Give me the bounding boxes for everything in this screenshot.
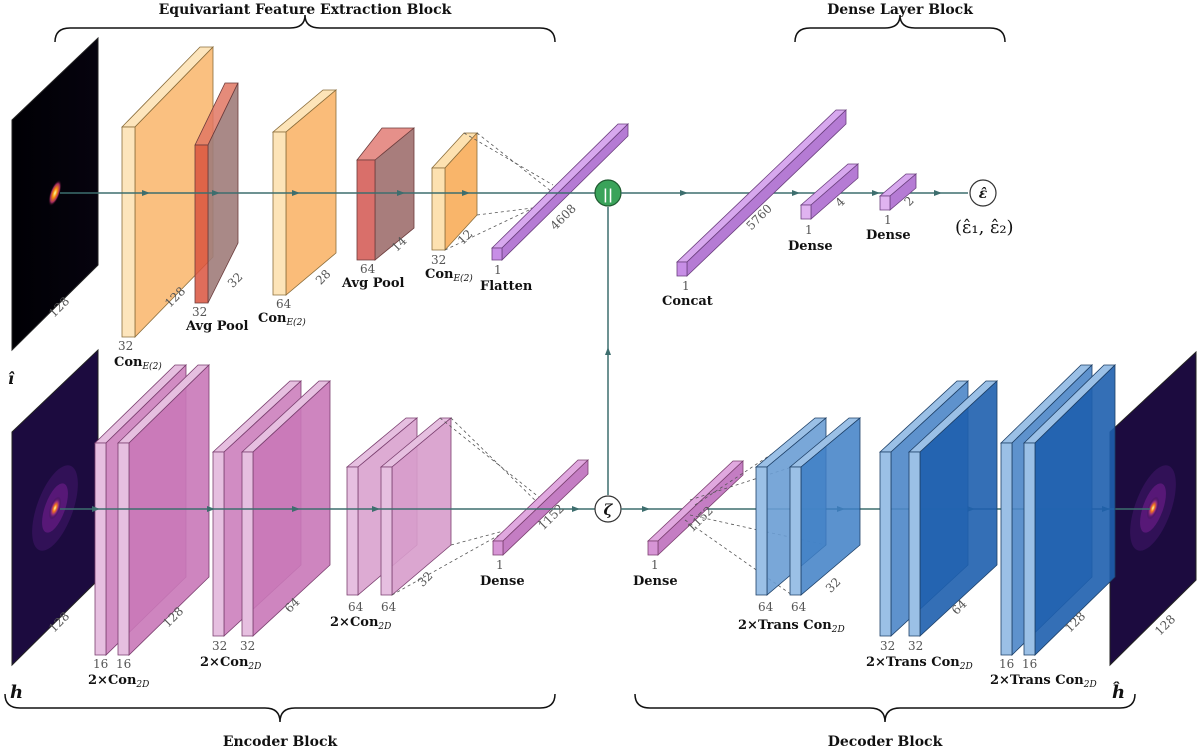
- layer-dense-1: [799, 163, 860, 220]
- brace-top-right: [794, 14, 1006, 43]
- brace-bottom-left: [4, 693, 556, 723]
- feature-extraction-title: Equivariant Feature Extraction Block: [159, 2, 452, 18]
- dense2-size: 2: [902, 194, 917, 209]
- tcon1-size: 32: [823, 575, 844, 596]
- flow-arrow-vertical: [605, 347, 611, 355]
- connector-lines-encoder-dense: [391, 417, 546, 596]
- layer-decoder-transcon-2b: [907, 380, 999, 637]
- enc-dense-label: Dense: [480, 574, 525, 589]
- enc1-channels-b: 16: [116, 657, 131, 671]
- con2-label: ConE(2): [258, 311, 306, 328]
- layer-encoder-con2d-3b: [379, 417, 453, 596]
- dense2-channels: 1: [884, 213, 892, 227]
- enc-dense-channels: 1: [496, 558, 504, 572]
- enc3-channels-b: 64: [381, 600, 397, 614]
- layer-con-e2-1: [121, 46, 214, 338]
- layer-avg-pool-2: [356, 127, 415, 261]
- dense-layer-title: Dense Layer Block: [827, 2, 973, 18]
- brace-top-left: [54, 14, 556, 43]
- dense2-label: Dense: [866, 228, 911, 243]
- layer-concat: [676, 109, 847, 277]
- concat-channels: 1: [682, 279, 690, 293]
- tcon3-channels-b: 16: [1022, 657, 1037, 671]
- layer-flatten: [491, 123, 629, 261]
- layer-encoder-con2d-1b: [117, 364, 210, 656]
- epsilon-node-symbol: ε̂: [979, 186, 988, 202]
- enc3-label: 2×Con2D: [330, 615, 391, 632]
- enc1-label: 2×Con2D: [88, 673, 149, 690]
- flatten-channels: 1: [494, 263, 502, 277]
- flow-arrows-top: [142, 190, 470, 196]
- layer-decoder-dense: [646, 460, 745, 556]
- input-image-i-hat: [11, 36, 99, 352]
- zeta-node-symbol: ζ: [604, 501, 614, 519]
- dense1-size: 4: [833, 194, 849, 210]
- pool1-channels: 32: [192, 305, 207, 319]
- con2-channels: 64: [276, 297, 292, 311]
- dense1-channels: 1: [805, 223, 813, 237]
- tcon1-label: 2×Trans Con2D: [738, 618, 845, 635]
- dec-dense-label: Dense: [633, 574, 678, 589]
- enc2-label: 2×Con2D: [200, 655, 261, 672]
- encoder-title: Encoder Block: [223, 734, 338, 750]
- dense1-label: Dense: [788, 239, 833, 254]
- decoder-title: Decoder Block: [828, 734, 943, 750]
- layer-decoder-transcon-1b: [788, 417, 862, 596]
- input-image-h: [11, 348, 99, 667]
- tcon3-label: 2×Trans Con2D: [990, 673, 1097, 690]
- enc2-channels-a: 32: [212, 639, 227, 653]
- tcon3-channels-a: 16: [999, 657, 1014, 671]
- tcon2-label: 2×Trans Con2D: [866, 655, 973, 672]
- layer-decoder-transcon-3b: [1023, 364, 1116, 656]
- con1-channels: 32: [118, 339, 133, 353]
- output-image-h-hat: [1109, 350, 1197, 667]
- enc2-channels-b: 32: [240, 639, 255, 653]
- dec-dense-channels: 1: [651, 558, 659, 572]
- enc3-channels-a: 64: [348, 600, 364, 614]
- layer-encoder-dense: [492, 459, 589, 556]
- pool2-channels: 64: [360, 262, 376, 276]
- tcon2-channels-b: 32: [908, 639, 923, 653]
- tcon1-channels-a: 64: [758, 600, 774, 614]
- layer-dense-2: [878, 173, 918, 211]
- h-symbol: h: [10, 682, 23, 703]
- tcon2-channels-a: 32: [880, 639, 895, 653]
- brace-bottom-right: [634, 693, 1136, 723]
- tcon1-channels-b: 64: [791, 600, 807, 614]
- h-hat-symbol: ĥ: [1112, 680, 1125, 703]
- enc1-channels-a: 16: [93, 657, 108, 671]
- epsilon-node: [969, 179, 997, 207]
- pool1-size: 32: [225, 270, 246, 291]
- pool2-label: Avg Pool: [341, 276, 404, 291]
- con3-channels: 32: [431, 253, 446, 267]
- i-hat-symbol: î: [8, 369, 15, 388]
- concat-node-symbol: ||: [603, 187, 613, 203]
- con3-label: ConE(2): [425, 267, 473, 284]
- concat-label: Concat: [662, 294, 713, 309]
- pool1-label: Avg Pool: [185, 319, 248, 334]
- con1-label: ConE(2): [114, 355, 162, 372]
- flatten-label: Flatten: [480, 279, 533, 294]
- epsilon-pair-label: (ε̂₁, ε̂₂): [955, 217, 1014, 238]
